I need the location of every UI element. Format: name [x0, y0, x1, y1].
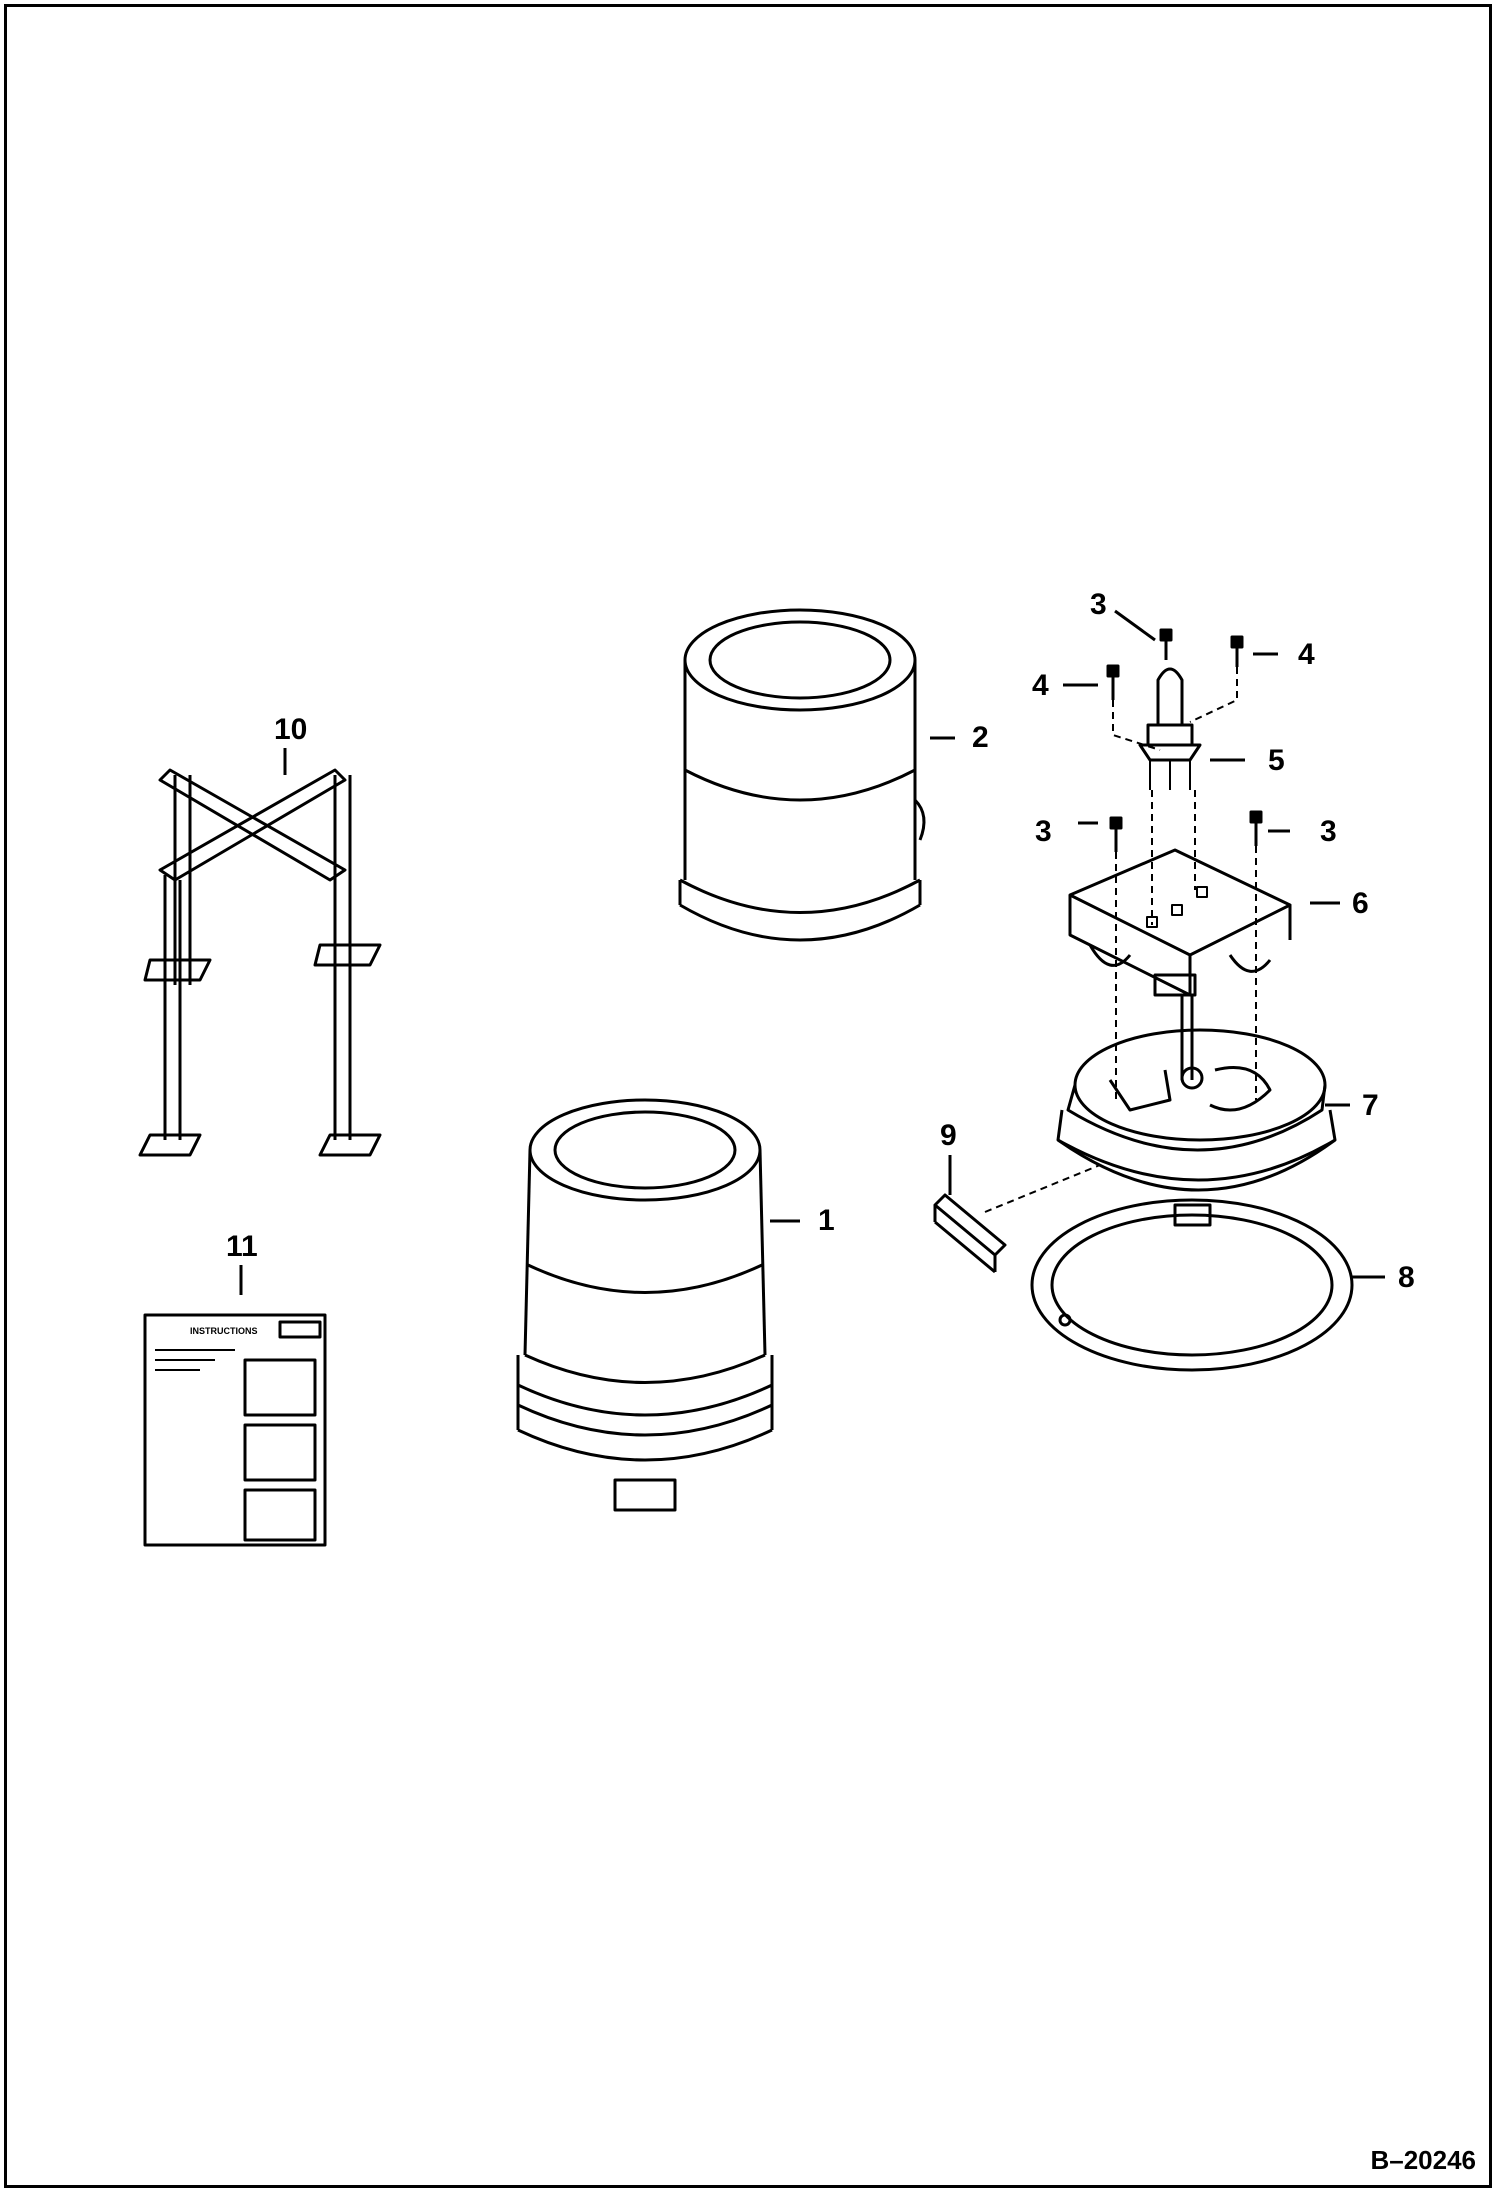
drawing-sheet — [4, 4, 1492, 2188]
assembly-guide-lines — [984, 667, 1257, 1213]
callout-part-8: 8 — [1398, 1261, 1415, 1294]
part-7-base-housing — [1056, 1028, 1337, 1227]
part-9-clip — [933, 1193, 1007, 1274]
callout-part-3-right: 3 — [1320, 815, 1337, 848]
callout-part-4-right: 4 — [1298, 638, 1315, 671]
part-5-bulb-holder — [1138, 667, 1202, 790]
callout-part-2: 2 — [972, 721, 989, 754]
part-6-base-plate — [1068, 848, 1292, 997]
figure-number: B–20246 — [1370, 2145, 1476, 2175]
callout-part-3-top: 3 — [1090, 588, 1107, 621]
callout-part-3-left: 3 — [1035, 815, 1052, 848]
part-3-4-screws — [1106, 628, 1263, 852]
part-2-lens — [678, 608, 926, 942]
drive-shaft — [1180, 995, 1194, 1080]
part-11-instruction-sheet — [143, 1313, 327, 1547]
callout-part-11: 11 — [226, 1230, 258, 1263]
callout-part-5: 5 — [1268, 744, 1285, 777]
callout-part-10: 10 — [274, 713, 308, 746]
callout-part-1: 1 — [818, 1204, 835, 1237]
part-1-beacon-assembly — [516, 1098, 774, 1512]
callout-part-7: 7 — [1362, 1089, 1379, 1122]
callout-part-6: 6 — [1352, 887, 1369, 920]
callout-part-4-left: 4 — [1032, 669, 1049, 702]
part-10-stand — [138, 768, 382, 1157]
instruction-sheet-heading: INSTRUCTIONS — [190, 1326, 258, 1336]
callout-leaders — [239, 609, 1385, 1295]
part-8-gasket — [1030, 1198, 1354, 1372]
callout-part-9: 9 — [940, 1119, 957, 1152]
